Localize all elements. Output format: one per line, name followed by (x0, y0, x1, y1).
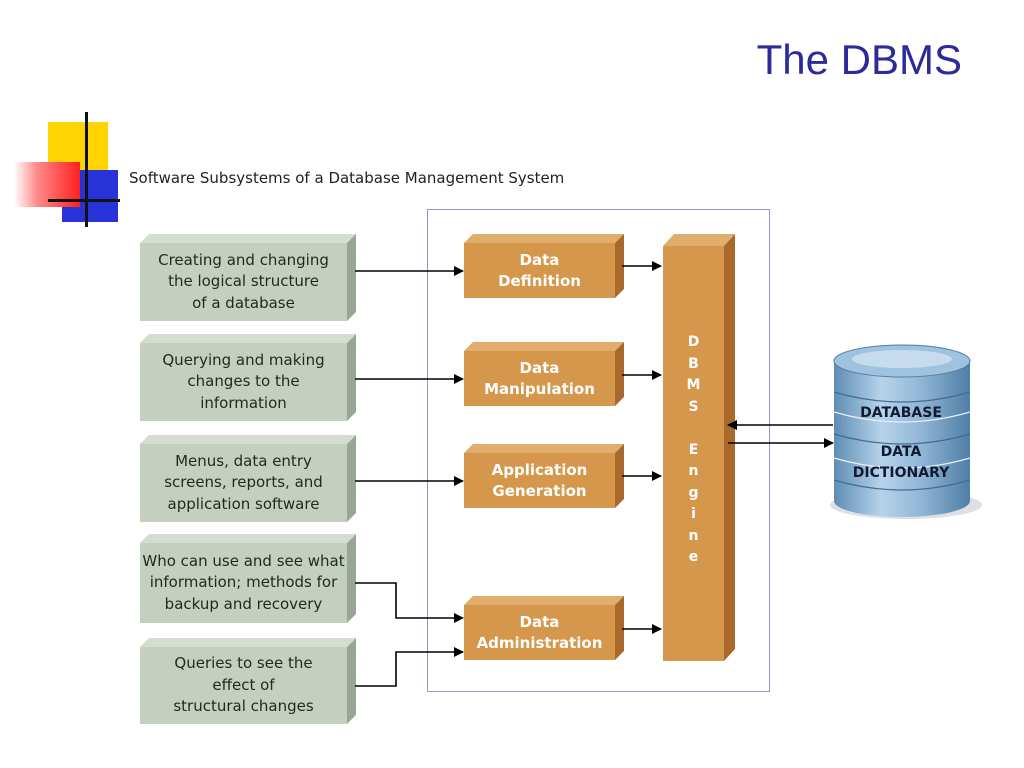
input-box-structural-queries: Queries to see the effect of structural … (140, 647, 347, 724)
arrow-admin-upper (355, 582, 464, 623)
dbms-frame (427, 209, 770, 692)
subsystem-data-administration: Data Administration (464, 605, 615, 660)
arrow-admin-lower (355, 647, 464, 687)
vertical-rule (85, 112, 88, 227)
database-cylinder-icon (830, 344, 982, 519)
data-dictionary-label: DATA DICTIONARY (852, 444, 950, 481)
input-box-access-backup: Who can use and see what information; me… (140, 543, 347, 623)
database-label: DATABASE (860, 405, 942, 421)
subsystem-data-manipulation: Data Manipulation (464, 351, 615, 406)
dbms-engine: D B M S E n g i n e (663, 246, 724, 661)
slide-title: The DBMS (756, 36, 962, 83)
input-box-menus: Menus, data entry screens, reports, and … (140, 444, 347, 522)
diagram-caption: Software Subsystems of a Database Manage… (129, 169, 565, 187)
input-box-querying: Querying and making changes to the infor… (140, 343, 347, 421)
horizontal-rule (48, 199, 120, 202)
dbms-engine-label: D B M S E n g i n e (686, 334, 701, 565)
subsystem-data-definition: Data Definition (464, 243, 615, 298)
input-box-logical-structure: Creating and changing the logical struct… (140, 243, 347, 321)
subsystem-application-generation: Application Generation (464, 453, 615, 508)
